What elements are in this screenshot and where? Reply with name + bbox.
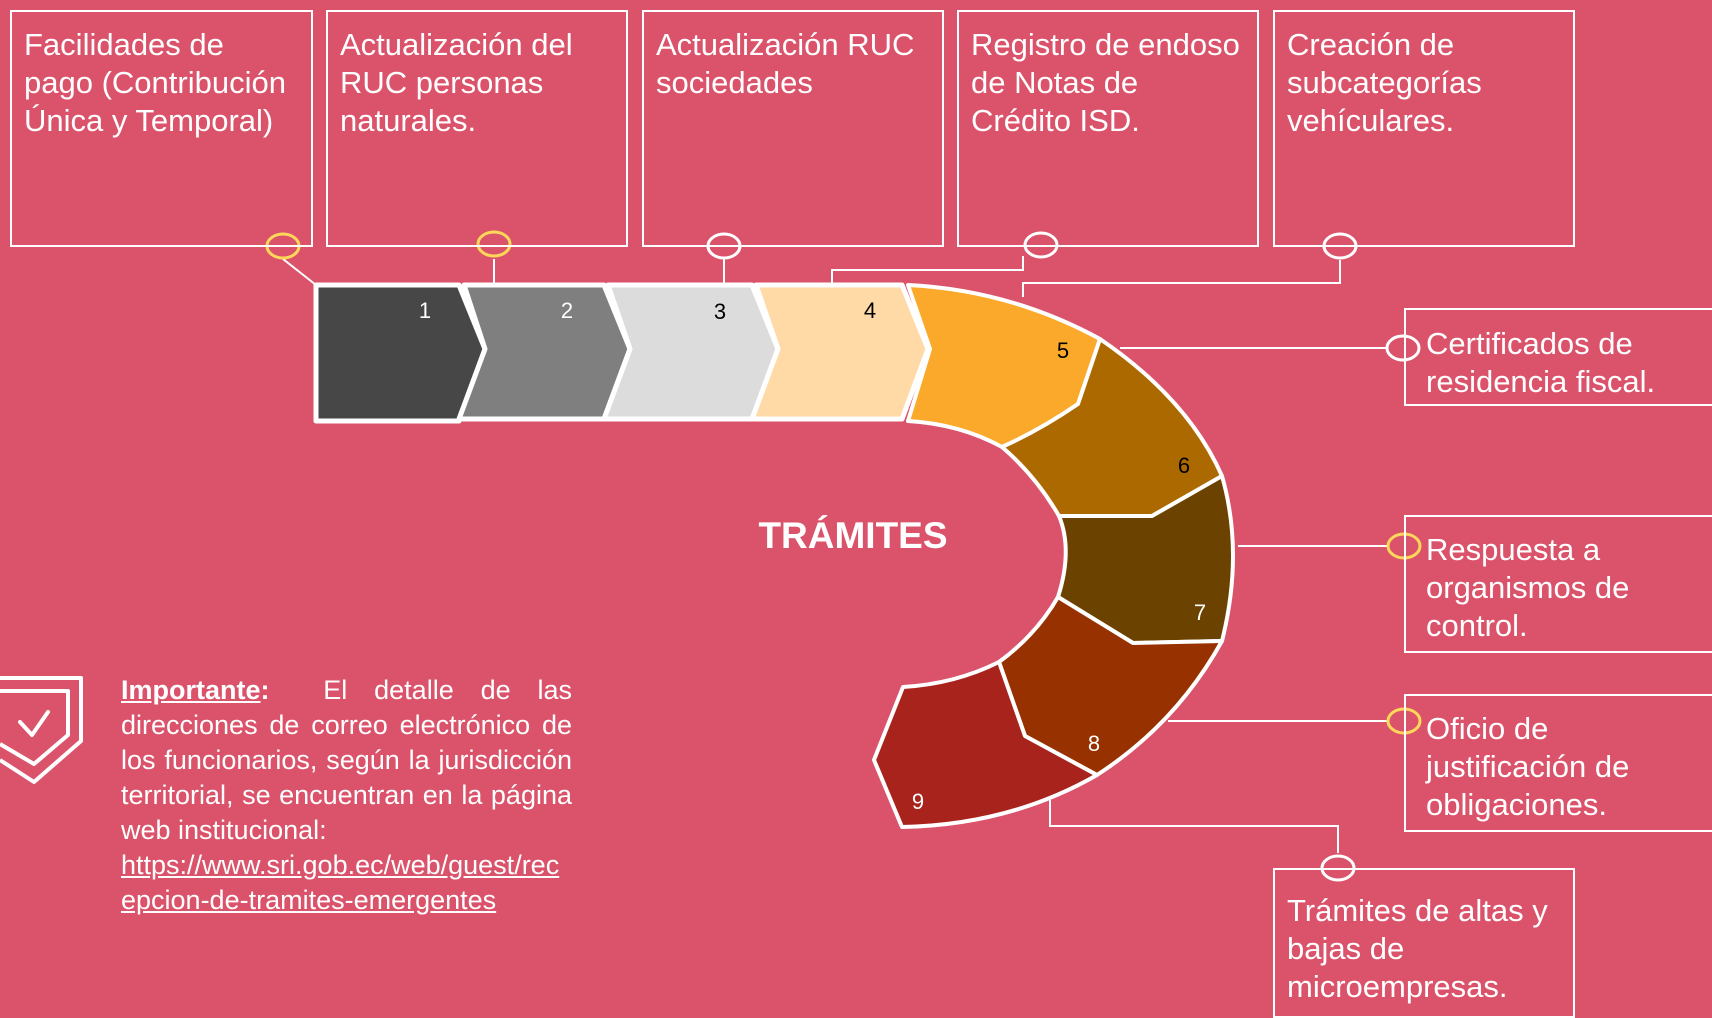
step-7-label: Respuesta a organismos de control. [1426,532,1630,643]
connector-5 [1022,260,1341,297]
step-3-number: 3 [714,299,726,324]
step-2-label: Actualización del RUC personas naturales… [340,27,573,138]
step-5-box: Creación de subcategorías vehículares. [1273,10,1575,247]
step-6-box: Certificados de residencia fiscal. [1404,308,1712,406]
step-5-label: Creación de subcategorías vehículares. [1287,27,1482,138]
step-1-chevron [313,282,488,424]
connector-circle-6 [1385,334,1421,362]
important-label: Importante [121,675,261,705]
step-3-box: Actualización RUC sociedades [642,10,944,247]
step-8-box: Oficio de justificación de obligaciones. [1404,694,1712,832]
step-1-box: Facilidades de pago (Contribución Única … [10,10,313,247]
step-2-number: 2 [561,298,573,323]
step-6-number: 6 [1178,453,1190,478]
step-4-box: Registro de endoso de Notas de Crédito I… [957,10,1259,247]
step-9-number: 9 [912,789,924,814]
important-note: Importante: El detalle de las direccione… [121,673,572,918]
step-9-box: Trámites de altas y bajas de microempres… [1273,868,1575,1018]
step-2-box: Actualización del RUC personas naturales… [326,10,628,247]
important-note-text: Importante: El detalle de las direccione… [121,675,572,845]
step-1-label: Facilidades de pago (Contribución Única … [24,27,286,138]
step-8-label: Oficio de justificación de obligaciones. [1426,711,1630,822]
step-4-chevron [749,282,931,422]
step-9-segment [872,660,1099,829]
step-3-chevron [601,282,781,422]
institutional-url-link[interactable]: https://www.sri.gob.ec/web/guest/recepci… [121,850,560,915]
step-5-number: 5 [1057,338,1069,363]
step-9-label: Trámites de altas y bajas de microempres… [1287,893,1548,1004]
connector-4 [831,256,1024,283]
connector-9 [1049,800,1339,853]
step-7-number: 7 [1194,600,1206,625]
step-2-chevron [456,282,633,422]
step-4-label: Registro de endoso de Notas de Crédito I… [971,27,1240,138]
connector-1 [282,258,317,286]
shield-check-icon [0,676,83,784]
connector-circle-2 [476,230,512,258]
step-6-label: Certificados de residencia fiscal. [1426,326,1656,399]
step-7-box: Respuesta a organismos de control. [1404,515,1712,653]
step-4-number: 4 [864,298,876,323]
step-3-label: Actualización RUC sociedades [656,27,915,100]
step-1-number: 1 [419,298,431,323]
step-6-segment [1000,337,1224,518]
important-body: El detalle de las direcciones de correo … [121,675,572,845]
diagram-title: TRÁMITES [758,515,948,556]
step-8-number: 8 [1088,731,1100,756]
